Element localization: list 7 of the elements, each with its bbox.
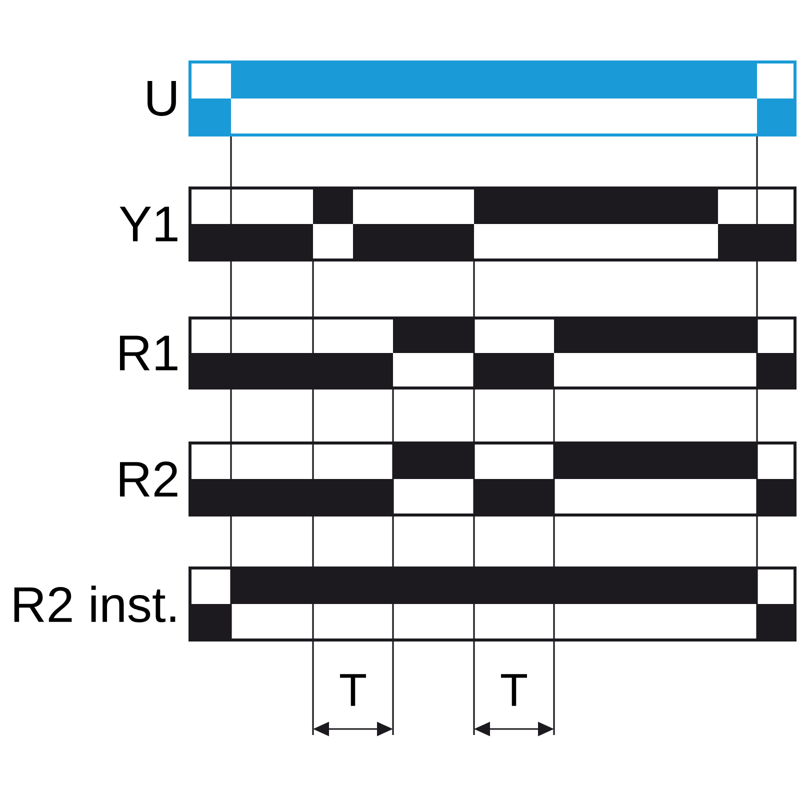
signal-label: R2 — [120, 462, 178, 496]
duration-label: T — [501, 674, 527, 706]
signal-label: R1 — [120, 336, 178, 370]
signal-label: R2 inst. — [14, 586, 176, 622]
signal-label: Y1 — [120, 206, 178, 242]
signal-label: U — [148, 81, 176, 116]
duration-label: T — [340, 674, 366, 706]
